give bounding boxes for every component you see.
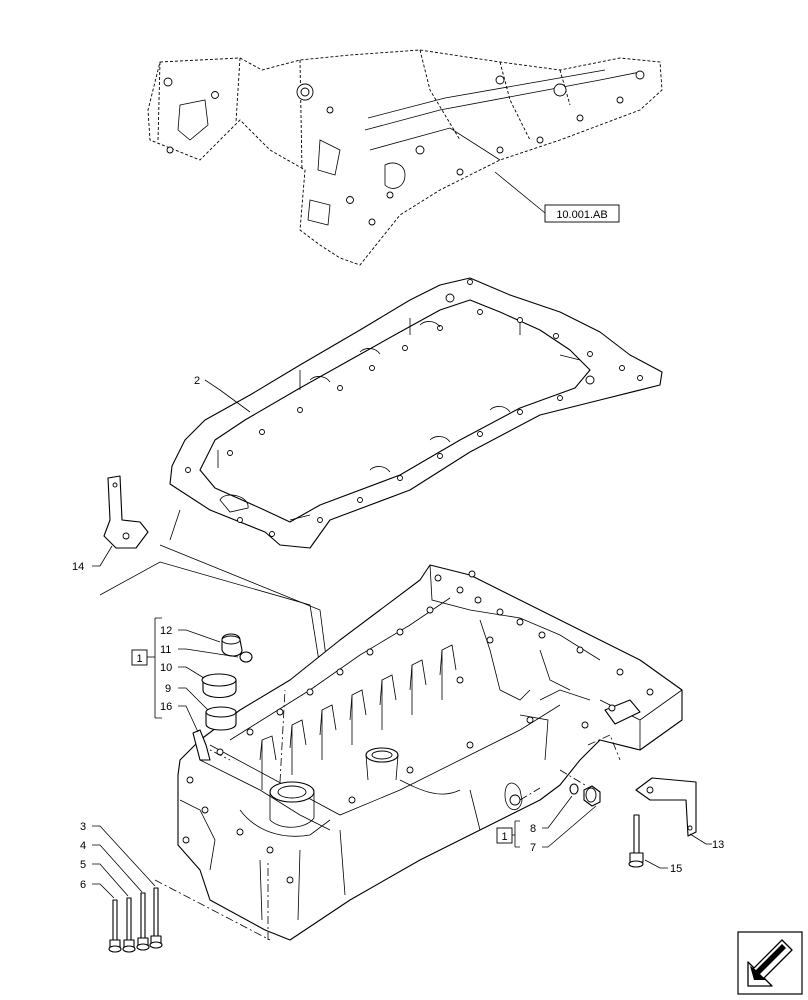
kit-group-bracket-left xyxy=(154,617,162,719)
cap-10 xyxy=(201,673,237,699)
callout-3: 3 xyxy=(80,821,86,833)
kit-group-bracket-right xyxy=(514,820,520,848)
leader-16 xyxy=(178,705,199,733)
reference-box[interactable]: 10.001.AB xyxy=(544,204,620,223)
callout-9: 9 xyxy=(165,683,171,695)
bolt-15 xyxy=(628,814,644,868)
sleeve-9 xyxy=(205,706,237,731)
leader-4 xyxy=(92,844,143,893)
callout-2: 2 xyxy=(194,375,200,387)
callout-8: 8 xyxy=(530,823,536,835)
leader-7 xyxy=(542,805,597,848)
assembly-axes xyxy=(154,689,621,941)
seal-ring-11 xyxy=(239,651,253,663)
kit-box-left-label: 1 xyxy=(136,653,142,665)
callout-16: 16 xyxy=(160,701,172,713)
callout-5: 5 xyxy=(80,859,86,871)
oil-pan xyxy=(177,564,683,941)
callout-12: 12 xyxy=(160,625,172,637)
leader-6 xyxy=(92,883,115,899)
bolt-6 xyxy=(108,899,122,953)
gasket-pan-line-b xyxy=(99,561,323,681)
bolt-4 xyxy=(136,892,150,951)
callout-15: 15 xyxy=(670,863,682,875)
reference-label: 10.001.AB xyxy=(556,209,607,221)
callout-11: 11 xyxy=(160,644,171,656)
callout-4: 4 xyxy=(80,840,86,852)
leader-8 xyxy=(542,795,573,829)
leader-3 xyxy=(92,825,156,887)
reference-leader xyxy=(494,171,546,214)
pin-16 xyxy=(192,729,211,761)
drain-washer-8 xyxy=(569,783,579,795)
callout-14: 14 xyxy=(72,561,84,573)
callout-7: 7 xyxy=(530,842,536,854)
gasket-pan-line-a xyxy=(159,544,331,689)
leader-11 xyxy=(178,648,239,658)
leader-5 xyxy=(92,863,129,897)
next-page-arrow-icon[interactable] xyxy=(737,931,803,995)
callout-10: 10 xyxy=(160,662,172,674)
bracket-13 xyxy=(635,777,697,837)
leader-9 xyxy=(178,687,209,711)
callout-13: 13 xyxy=(712,839,724,851)
kit-box-left[interactable]: 1 xyxy=(131,649,148,666)
drain-plug-7 xyxy=(583,785,601,807)
bolt-3 xyxy=(149,887,163,949)
oil-pan-gasket xyxy=(169,277,663,549)
leader-10 xyxy=(178,666,205,679)
gasket-pan-line-c xyxy=(169,509,181,541)
gasket-leader xyxy=(204,379,251,413)
bolt-5 xyxy=(122,897,136,953)
engine-block-outline xyxy=(147,49,663,266)
leader-13 xyxy=(689,833,712,845)
leader-15 xyxy=(644,859,668,869)
kit-box-right-label: 1 xyxy=(501,831,507,843)
plug-12 xyxy=(221,633,243,657)
leader-12 xyxy=(178,629,221,643)
bracket-14 xyxy=(103,475,149,549)
callout-6: 6 xyxy=(80,879,86,891)
kit-box-right[interactable]: 1 xyxy=(496,827,513,844)
bracket-14-leader xyxy=(92,545,113,567)
